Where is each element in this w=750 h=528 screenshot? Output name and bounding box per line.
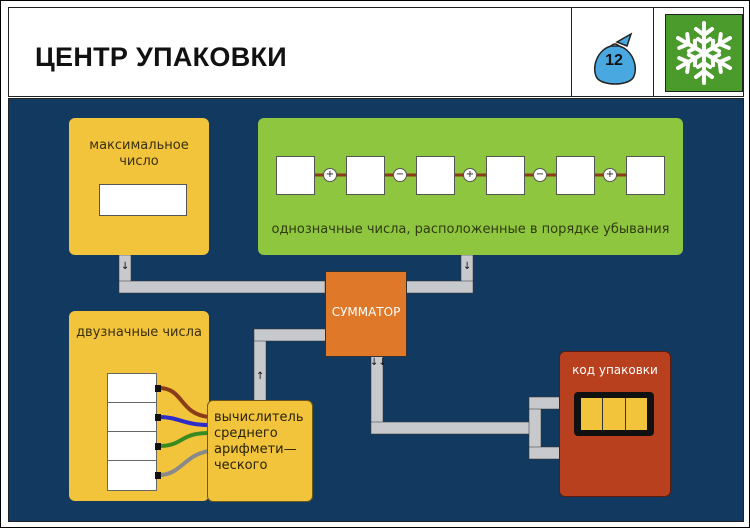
single-digits-caption: однозначные числа, расположенные в поряд… [271, 222, 670, 237]
code-digits[interactable] [581, 398, 647, 430]
digit-slot-1[interactable] [276, 156, 315, 195]
wire-gray [157, 449, 211, 477]
wire-blue [157, 415, 211, 427]
diagram-canvas: ↓ ↓ ↑ ↓↓ максимальное число + − + − + од… [8, 98, 744, 522]
double-down-arrow-icon: ↓↓ [370, 357, 387, 368]
down-arrow-icon: ↓ [121, 261, 130, 272]
two-digit-box: двузначные числа [69, 311, 209, 501]
header-divider [571, 8, 572, 96]
adder-box: СУММАТОР [325, 271, 407, 357]
bag-badge: 12 [587, 28, 643, 88]
page-title: ЦЕНТР УПАКОВКИ [35, 42, 287, 72]
digit-slot-5[interactable] [556, 156, 595, 195]
two-digit-stack [107, 373, 157, 491]
operator-minus: − [393, 168, 407, 182]
wire-brown [157, 386, 211, 419]
wire-green [157, 431, 211, 448]
up-arrow-icon: ↑ [256, 371, 265, 382]
pipes [118, 254, 562, 460]
operator-plus: + [323, 168, 337, 182]
operator-plus: + [603, 168, 617, 182]
package-code-label: код упаковки [572, 363, 658, 377]
two-digit-label: двузначные числа [76, 325, 202, 340]
average-calculator-box: вычислитель среднего арифмети— ческого [207, 400, 313, 502]
code-display [574, 392, 654, 436]
bag-icon [593, 32, 637, 85]
package-code-box: код упаковки [559, 351, 671, 497]
single-digits-box: + − + − + однозначные числа, расположенн… [258, 118, 683, 255]
digit-slot-3[interactable] [416, 156, 455, 195]
digit-slot-6[interactable] [626, 156, 665, 195]
adder-label: СУММАТОР [331, 305, 401, 319]
bag-number: 12 [605, 52, 623, 69]
header-bar: ЦЕНТР УПАКОВКИ 12 [8, 7, 744, 97]
digit-slot-4[interactable] [486, 156, 525, 195]
down-arrow-icon: ↓ [463, 261, 472, 272]
operator-minus: − [533, 168, 547, 182]
header-divider [653, 8, 654, 96]
snowflake-badge [665, 14, 743, 92]
digit-slot-2[interactable] [346, 156, 385, 195]
max-number-label: максимальное число [89, 138, 189, 169]
max-number-box: максимальное число [69, 118, 209, 255]
operator-plus: + [463, 168, 477, 182]
max-number-field[interactable] [99, 184, 187, 216]
snowflake-icon [672, 21, 736, 85]
average-calculator-label: вычислитель среднего арифмети— ческого [214, 410, 304, 473]
wires [155, 385, 211, 479]
